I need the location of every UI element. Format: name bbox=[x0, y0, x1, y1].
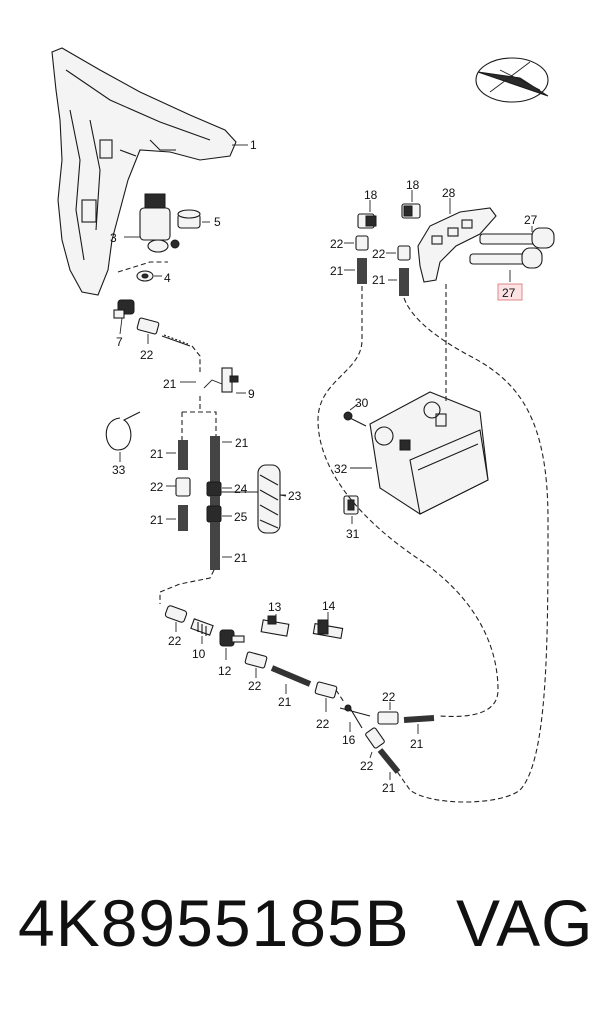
callout-22c: 22 bbox=[330, 237, 344, 251]
hose-assembly-left bbox=[175, 440, 191, 531]
callout-4: 4 bbox=[164, 271, 171, 285]
hose-part-21-f bbox=[357, 258, 367, 284]
t-connector-part-16 bbox=[339, 704, 371, 729]
callout-22f: 22 bbox=[248, 679, 262, 693]
callout-22e: 22 bbox=[168, 634, 182, 648]
mounting-bracket-part-28 bbox=[417, 207, 497, 283]
callout-32: 32 bbox=[334, 462, 348, 476]
hose-segment bbox=[161, 334, 191, 347]
callout-10: 10 bbox=[192, 647, 206, 661]
bracket-part-9 bbox=[221, 367, 239, 393]
callout-3: 3 bbox=[110, 231, 117, 245]
callout-33: 33 bbox=[112, 463, 126, 477]
callout-21g: 21 bbox=[372, 273, 386, 287]
cable-tie-part-33 bbox=[105, 411, 141, 451]
hose-part-21-i bbox=[403, 715, 435, 723]
callout-13: 13 bbox=[268, 600, 282, 614]
callout-21b: 21 bbox=[235, 436, 249, 450]
hose-part-21-g bbox=[399, 268, 409, 296]
washer-pump-part-3 bbox=[139, 193, 180, 253]
callout-27a: 27 bbox=[524, 213, 538, 227]
callout-14: 14 bbox=[322, 599, 336, 613]
callout-30: 30 bbox=[355, 396, 369, 410]
callout-21e: 21 bbox=[234, 551, 248, 565]
pump-unit-part-32 bbox=[369, 391, 489, 515]
callout-18b: 18 bbox=[406, 178, 420, 192]
sleeve-part-22-c bbox=[355, 235, 369, 251]
callout-21i: 21 bbox=[410, 737, 424, 751]
callout-21d: 21 bbox=[150, 513, 164, 527]
callout-22a: 22 bbox=[140, 348, 154, 362]
parts-diagram: 1 3 5 4 7 22 21 9 bbox=[51, 47, 555, 803]
sleeve-part-22-e bbox=[164, 605, 188, 623]
sleeve-part-22-d bbox=[397, 245, 411, 261]
protective-sleeve-part-23 bbox=[257, 464, 281, 534]
callout-22b: 22 bbox=[150, 480, 164, 494]
callout-21h: 21 bbox=[278, 695, 292, 709]
callout-24: 24 bbox=[234, 482, 248, 496]
callout-27b: 27 bbox=[502, 286, 516, 300]
nozzle-part-27-b bbox=[469, 247, 543, 269]
screw-part-30 bbox=[343, 411, 367, 427]
hose-part-21-j bbox=[377, 748, 401, 774]
clip-part-18-b bbox=[401, 203, 421, 219]
callout-21f: 21 bbox=[330, 264, 344, 278]
sleeve-part-22-f bbox=[244, 651, 268, 669]
callout-21c: 21 bbox=[150, 447, 164, 461]
callout-5: 5 bbox=[214, 215, 221, 229]
callout-18a: 18 bbox=[364, 188, 378, 202]
sleeve-part-22-h bbox=[377, 711, 399, 725]
callout-16: 16 bbox=[342, 733, 356, 747]
hose-part-21-h bbox=[270, 665, 312, 687]
callout-21j: 21 bbox=[382, 781, 396, 795]
callout-7: 7 bbox=[116, 335, 123, 349]
callout-22g: 22 bbox=[316, 717, 330, 731]
clip-part-18-a bbox=[357, 213, 377, 229]
callout-1: 1 bbox=[250, 138, 257, 152]
orientation-logo bbox=[475, 57, 549, 103]
grommet-part-4 bbox=[136, 270, 154, 282]
sleeve-part-22-g bbox=[314, 681, 338, 699]
reservoir-part-1 bbox=[51, 47, 237, 296]
cap-part-5 bbox=[177, 209, 201, 229]
callout-28: 28 bbox=[442, 186, 456, 200]
hose-assembly-right bbox=[206, 436, 222, 570]
brand-name: VAG bbox=[456, 886, 594, 960]
bracket-part-31 bbox=[343, 495, 359, 515]
highlighted-part-27 bbox=[497, 283, 523, 301]
callout-22d: 22 bbox=[372, 247, 386, 261]
callout-9: 9 bbox=[248, 387, 255, 401]
callout-12: 12 bbox=[218, 664, 232, 678]
part-number: 4K8955185B bbox=[18, 886, 410, 960]
callout-23: 23 bbox=[288, 489, 302, 503]
callout-22h: 22 bbox=[382, 690, 396, 704]
valve-part-12 bbox=[219, 629, 245, 647]
bracket-part-13 bbox=[260, 615, 290, 637]
callout-21a: 21 bbox=[163, 377, 177, 391]
elbow-connector-part-7 bbox=[113, 299, 135, 319]
callout-22i: 22 bbox=[360, 759, 374, 773]
callout-25: 25 bbox=[234, 510, 248, 524]
connector-part-10 bbox=[190, 618, 214, 636]
callout-31: 31 bbox=[346, 527, 360, 541]
nozzle-part-27-a bbox=[479, 227, 555, 249]
sleeve-part-22-i bbox=[365, 727, 385, 749]
clip-part-14 bbox=[312, 619, 344, 639]
